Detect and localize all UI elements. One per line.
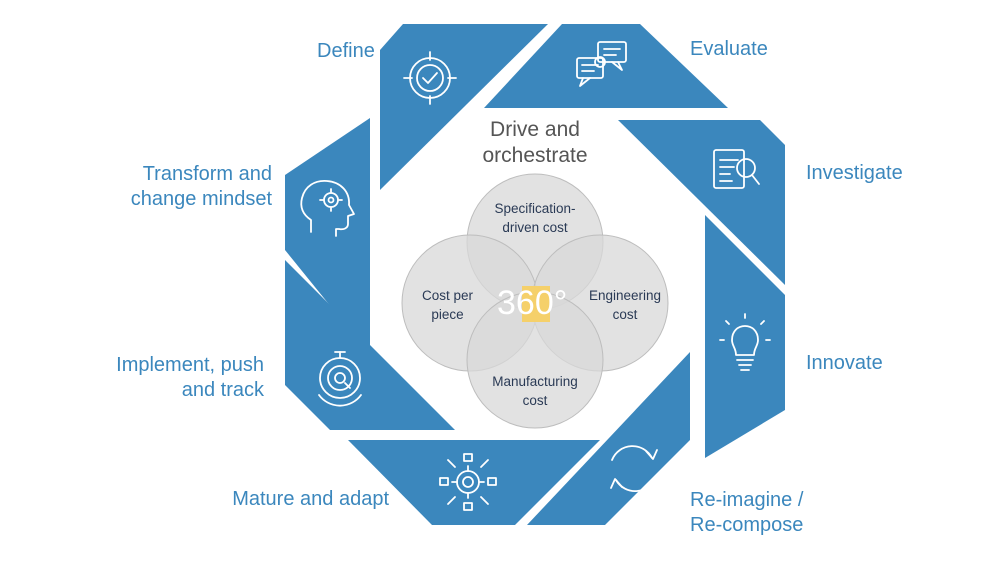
text-cost-per-piece: Cost per piece [421,288,474,322]
head-gear-icon [300,180,355,237]
text-manufacturing-cost: Manufacturing cost [492,374,578,408]
segment-innovate [705,215,785,458]
target-check-icon [403,51,457,105]
gear-stopwatch-icon [318,351,362,407]
segment-mature [348,440,600,525]
label-mature: Mature and adapt [232,488,389,510]
center-venn [401,173,669,429]
label-implement: Implement, push and track [116,354,264,401]
segment-transform [285,118,370,355]
center-title: Drive and orchestrate [482,118,588,167]
segment-evaluate [484,24,728,108]
center-badge-360: 360° [497,284,568,322]
chat-bubbles-gear-icon [576,41,627,87]
label-investigate: Investigate [806,162,903,184]
refresh-arrows-icon [610,445,658,492]
text-spec-cost: Specification- driven cost [494,201,576,235]
label-evaluate: Evaluate [690,38,768,60]
gear-network-icon [439,453,497,511]
label-transform: Transform and change mindset [130,163,272,210]
label-innovate: Innovate [806,352,883,374]
text-engineering-cost: Engineering cost [588,288,662,322]
label-define: Define [317,40,375,62]
segment-reimagine [527,352,690,525]
label-reimagine: Re-imagine / Re-compose [690,489,804,536]
lightbulb-icon [719,313,771,371]
segment-define [380,24,548,190]
center-highlight [522,286,550,322]
document-magnifier-icon [713,149,760,189]
octagon-segments [285,24,785,525]
